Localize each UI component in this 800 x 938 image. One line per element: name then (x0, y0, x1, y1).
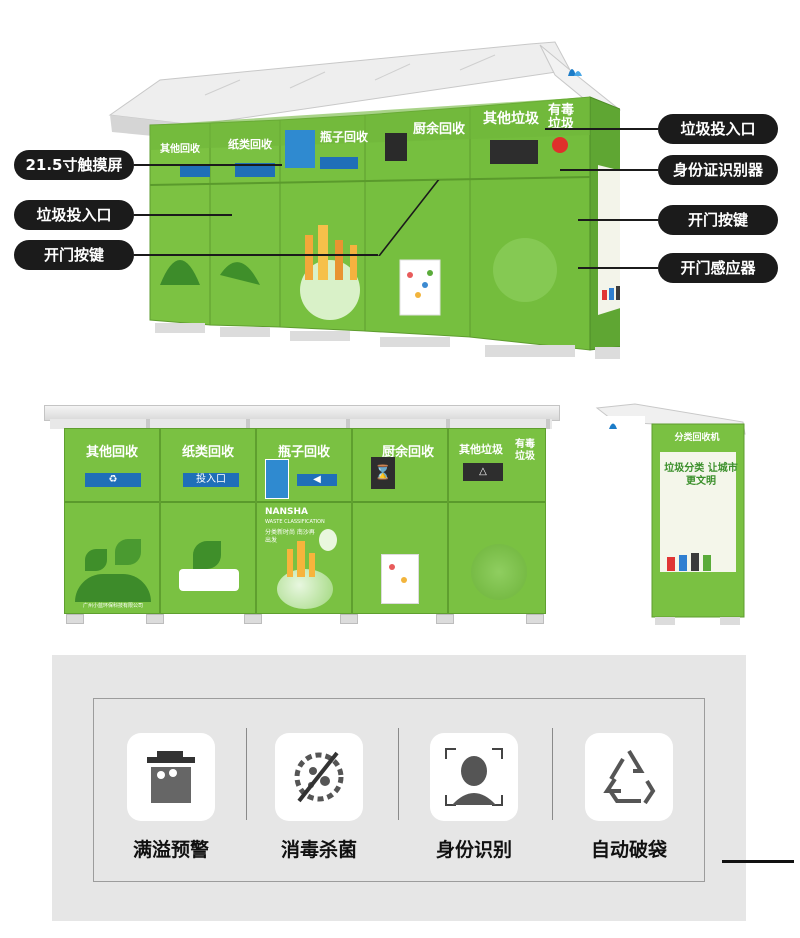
bottle-inlet[interactable]: ◀ (297, 474, 337, 486)
city-building (297, 541, 305, 577)
touch-screen[interactable] (265, 459, 289, 499)
callout-trash-inlet-left: 垃圾投入口 (14, 200, 134, 230)
leader-line (134, 164, 282, 166)
side-sign: 分类回收机 (674, 433, 720, 443)
leader-line (134, 214, 232, 216)
city-building (287, 549, 293, 577)
feature-frame (93, 698, 705, 882)
front-cab-title-3: 瓶子回收 (277, 445, 330, 460)
cab-title-3: 瓶子回收 (320, 130, 369, 144)
book-illustration (179, 569, 239, 591)
cab-title-2: 纸类回收 (228, 138, 272, 151)
cup-illustration (381, 554, 419, 604)
separator (246, 728, 247, 820)
callout-open-button-left: 开门按键 (14, 240, 134, 270)
brand-logo (562, 60, 596, 80)
leader-line (578, 219, 658, 221)
leaf-decoration (85, 549, 107, 571)
divider (65, 501, 159, 503)
feature-label-identity: 身份识别 (435, 839, 512, 861)
separator (552, 728, 553, 820)
feature-label-sterilize: 消毒杀菌 (280, 839, 357, 861)
face-id-icon (430, 733, 518, 821)
leaf-decoration (115, 539, 141, 565)
feature-label-auto-bag-break: 自动破袋 (590, 839, 667, 861)
company-text: 广州小蓝环保科技有限公司 (82, 603, 143, 609)
cab-title-1: 其他回收 (160, 144, 200, 155)
front-cab-title-2: 纸类回收 (181, 445, 234, 460)
food-waste-inlet[interactable]: ⌛ (371, 457, 395, 489)
machine-top-body (149, 96, 620, 359)
hill (75, 574, 151, 602)
callout-door-sensor: 开门感应器 (658, 253, 778, 283)
side-view-machine (595, 403, 746, 625)
callout-trash-inlet-right: 垃圾投入口 (658, 114, 778, 144)
mascot (319, 529, 337, 551)
food-item (401, 577, 407, 583)
other-waste-screen[interactable]: △ (463, 463, 503, 481)
leaf-decoration (193, 541, 221, 569)
feature-label-overflow: 满溢预警 (132, 839, 209, 861)
accent-dash (722, 860, 794, 863)
base-foot (340, 614, 358, 624)
city-building (309, 553, 315, 577)
divider (161, 501, 255, 503)
base-foot (244, 614, 262, 624)
front-cab-title-4: 厨余回收 (381, 445, 434, 460)
divider (257, 501, 351, 503)
recycle-panel: ♻ (85, 473, 141, 487)
divider (353, 501, 447, 503)
callout-open-button-right: 开门按键 (658, 205, 778, 235)
nansha-cn: 分类新时尚 南沙再出发 (265, 529, 315, 544)
callout-id-reader: 身份证识别器 (658, 155, 778, 185)
nansha-title: NANSHA (265, 507, 309, 517)
front-cabinet-1: 其他回收 ♻ 广州小蓝环保科技有限公司 (64, 428, 160, 614)
items-circle (471, 544, 527, 600)
side-poster-title: 垃圾分类 让城市更文明 (664, 463, 738, 487)
leader-line (545, 128, 658, 130)
leader-line (578, 267, 658, 269)
base-foot (526, 614, 544, 624)
front-cabinet-5: 其他垃圾 有毒垃圾 △ (448, 428, 546, 614)
front-cabinet-4: 厨余回收 ⌛ (352, 428, 448, 614)
hazard-label: 有毒垃圾 (515, 439, 535, 462)
globe-illustration (277, 569, 333, 609)
divider (449, 501, 545, 503)
recycle-icon (585, 733, 673, 821)
food-item (389, 564, 395, 570)
leader-line (134, 254, 378, 256)
front-cab-title-5: 其他垃圾 (459, 443, 503, 456)
overflow-bin-icon (127, 733, 215, 821)
front-cabinet-2: 纸类回收 投入口 (160, 428, 256, 614)
front-canopy-ribs (50, 419, 552, 429)
leader-line (560, 169, 658, 171)
front-cabinet-3: 瓶子回收 ◀ NANSHA WASTE CLASSIFICATION 分类新时尚… (256, 428, 352, 614)
sterilize-virus-icon (275, 733, 363, 821)
separator (398, 728, 399, 820)
cab-title-4: 厨余回收 (413, 122, 466, 137)
cab-title-5: 其他垃圾 (483, 111, 539, 127)
trash-inlet-panel[interactable]: 投入口 (183, 473, 239, 487)
base-foot (66, 614, 84, 624)
front-cab-title-1: 其他回收 (85, 445, 138, 460)
base-foot (146, 614, 164, 624)
callout-touch-screen: 21.5寸触摸屏 (14, 150, 134, 180)
base-foot (436, 614, 454, 624)
nansha-sub: WASTE CLASSIFICATION (265, 519, 325, 525)
